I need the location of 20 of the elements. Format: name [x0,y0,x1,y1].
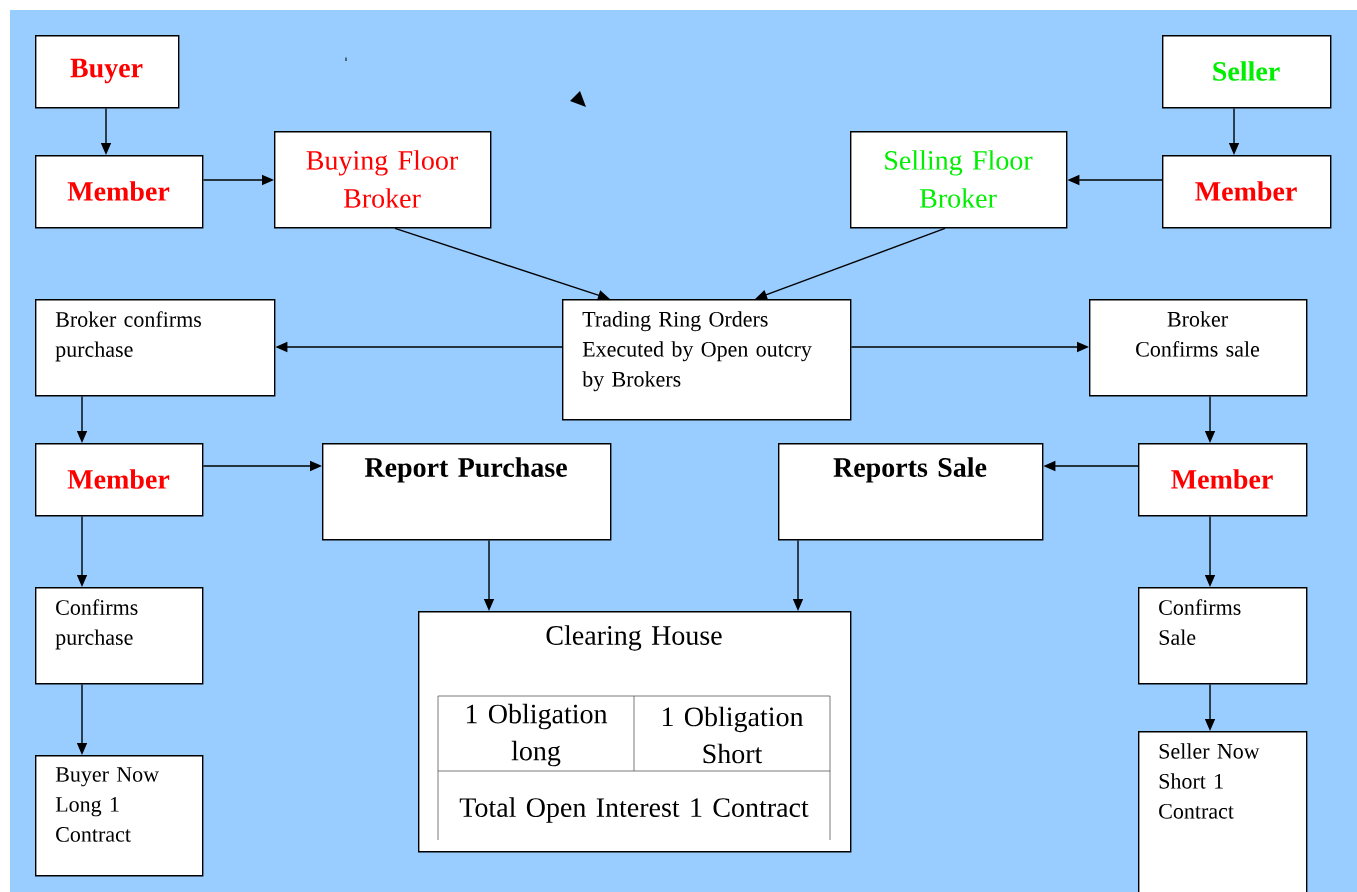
process-box: Broker Confirms sale [1089,299,1308,397]
process-box: Seller [1162,35,1332,109]
process-box: Trading Ring Orders Executed by Open outcry by Brokers [562,299,852,421]
process-box: Member [35,443,204,517]
process-box: Confirms Sale [1138,587,1308,685]
process-box: Buyer [35,35,180,109]
process-box: Member [1138,443,1308,517]
process-box: Selling Floor Broker [850,131,1068,229]
process-box: Buying Floor Broker [274,131,492,229]
process-box: Member [35,155,204,229]
table-cell: Total Open Interest 1 Contract [459,797,809,823]
process-box: Reports Sale [778,443,1044,541]
process-box: Confirms purchase [35,587,204,685]
process-box: Member [1162,155,1332,229]
process-box: Broker confirms purchase [35,299,276,397]
table-cell: 1 Obligation long [466,703,608,767]
process-box: Seller Now Short 1 Contract [1138,731,1308,892]
table-cell: 1 Obligation Short [662,706,804,764]
process-box: Report Purchase [322,443,612,541]
process-box: Buyer Now Long 1 Contract [35,755,204,877]
